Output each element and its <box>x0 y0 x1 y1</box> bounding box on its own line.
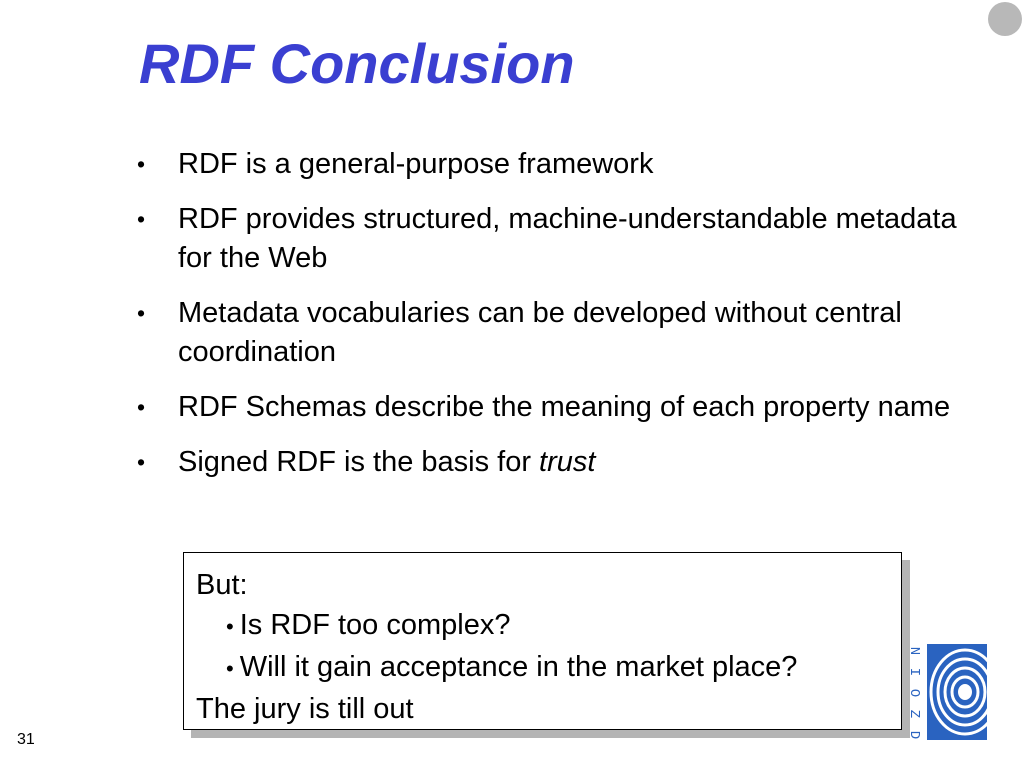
bullet-text: RDF Schemas describe the meaning of each… <box>178 391 951 423</box>
bullet-item: • Metadata vocabularies can be developed… <box>137 294 957 372</box>
bullet-item: • RDF is a general-purpose framework <box>137 145 957 184</box>
callout-box: But: •Is RDF too complex? •Will it gain … <box>183 552 902 730</box>
bullet-icon: • <box>137 206 146 232</box>
callout-item-text: Is RDF too complex? <box>239 609 511 641</box>
logo: N I O Z D <box>906 644 987 742</box>
callout-item: •Will it gain acceptance in the market p… <box>196 647 889 689</box>
corner-dot-icon <box>988 2 1022 36</box>
bullet-emphasis: trust <box>539 446 596 478</box>
callout-item: •Is RDF too complex? <box>196 605 889 647</box>
bullet-item: • RDF provides structured, machine-under… <box>137 200 957 278</box>
page-number: 31 <box>17 731 35 748</box>
bullet-text: RDF is a general-purpose framework <box>178 148 654 180</box>
bullet-icon: • <box>137 394 146 420</box>
eye-logo-icon <box>927 644 987 740</box>
bullet-text: Metadata vocabularies can be developed w… <box>178 297 902 368</box>
bullet-icon: • <box>137 449 146 475</box>
slide-title: RDF Conclusion <box>139 32 575 95</box>
callout-footer: The jury is till out <box>196 693 414 725</box>
bullet-item: • Signed RDF is the basis for trust <box>137 443 957 482</box>
bullet-item: • RDF Schemas describe the meaning of ea… <box>137 388 957 427</box>
bullet-text: RDF provides structured, machine-underst… <box>178 203 957 274</box>
bullet-icon: • <box>226 614 234 639</box>
bullet-icon: • <box>226 656 234 681</box>
callout-item-text: Will it gain acceptance in the market pl… <box>239 651 798 683</box>
callout-heading: But: <box>196 569 248 601</box>
bullet-text: Signed RDF is the basis for <box>178 446 540 478</box>
bullet-list: • RDF is a general-purpose framework • R… <box>137 145 957 498</box>
bullet-icon: • <box>137 151 146 177</box>
bullet-icon: • <box>137 300 146 326</box>
